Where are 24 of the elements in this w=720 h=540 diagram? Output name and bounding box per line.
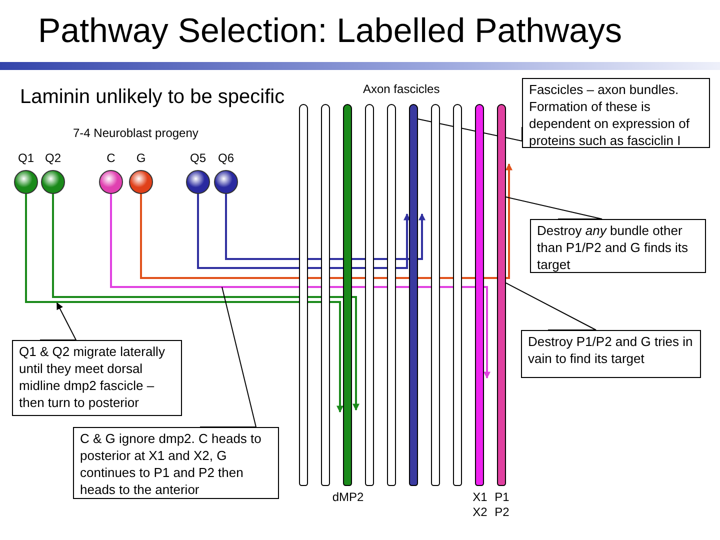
leader-line bbox=[200, 286, 257, 428]
group-label: 7-4 Neuroblast progeny bbox=[73, 126, 198, 140]
bar-label: dMP2 bbox=[331, 490, 365, 505]
cell-label: C bbox=[106, 151, 116, 165]
callout-box: Destroy any bundle other than P1/P2 and G finds its target bbox=[530, 219, 706, 273]
group-label: Axon fascicles bbox=[363, 82, 440, 96]
callout-box: Fascicles – axon bundles. Formation of these is dependent on expression of proteins such as fasciclin I bbox=[522, 78, 710, 148]
callout-box: Q1 & Q2 migrate laterally until they meet dorsal midline dmp2 fascicle – then turn to posterior bbox=[12, 340, 182, 416]
heading-text: Laminin unlikely to be specific bbox=[20, 86, 285, 109]
axon-arrow bbox=[225, 193, 426, 260]
cell-label: G bbox=[135, 151, 147, 165]
axon-arrow bbox=[197, 193, 410, 269]
leader-line bbox=[506, 282, 596, 330]
cell-label: Q1 bbox=[16, 151, 35, 165]
axon-arrow bbox=[140, 163, 512, 279]
axon-arrow bbox=[110, 193, 490, 379]
leader-line bbox=[506, 196, 602, 220]
cell-label: Q2 bbox=[44, 151, 62, 165]
cell-label: Q6 bbox=[216, 151, 235, 165]
callout-box: C & G ignore dmp2. C heads to posterior at X1 and X2, G continues to P1 and P2 then heads to the anterior bbox=[73, 427, 279, 499]
axon-arrow bbox=[40, 302, 77, 340]
callout-box: Destroy P1/P2 and G tries in vain to find its target bbox=[521, 330, 701, 378]
title: Pathway Selection: Labelled Pathways bbox=[38, 12, 622, 51]
cell-label: Q5 bbox=[188, 151, 207, 165]
